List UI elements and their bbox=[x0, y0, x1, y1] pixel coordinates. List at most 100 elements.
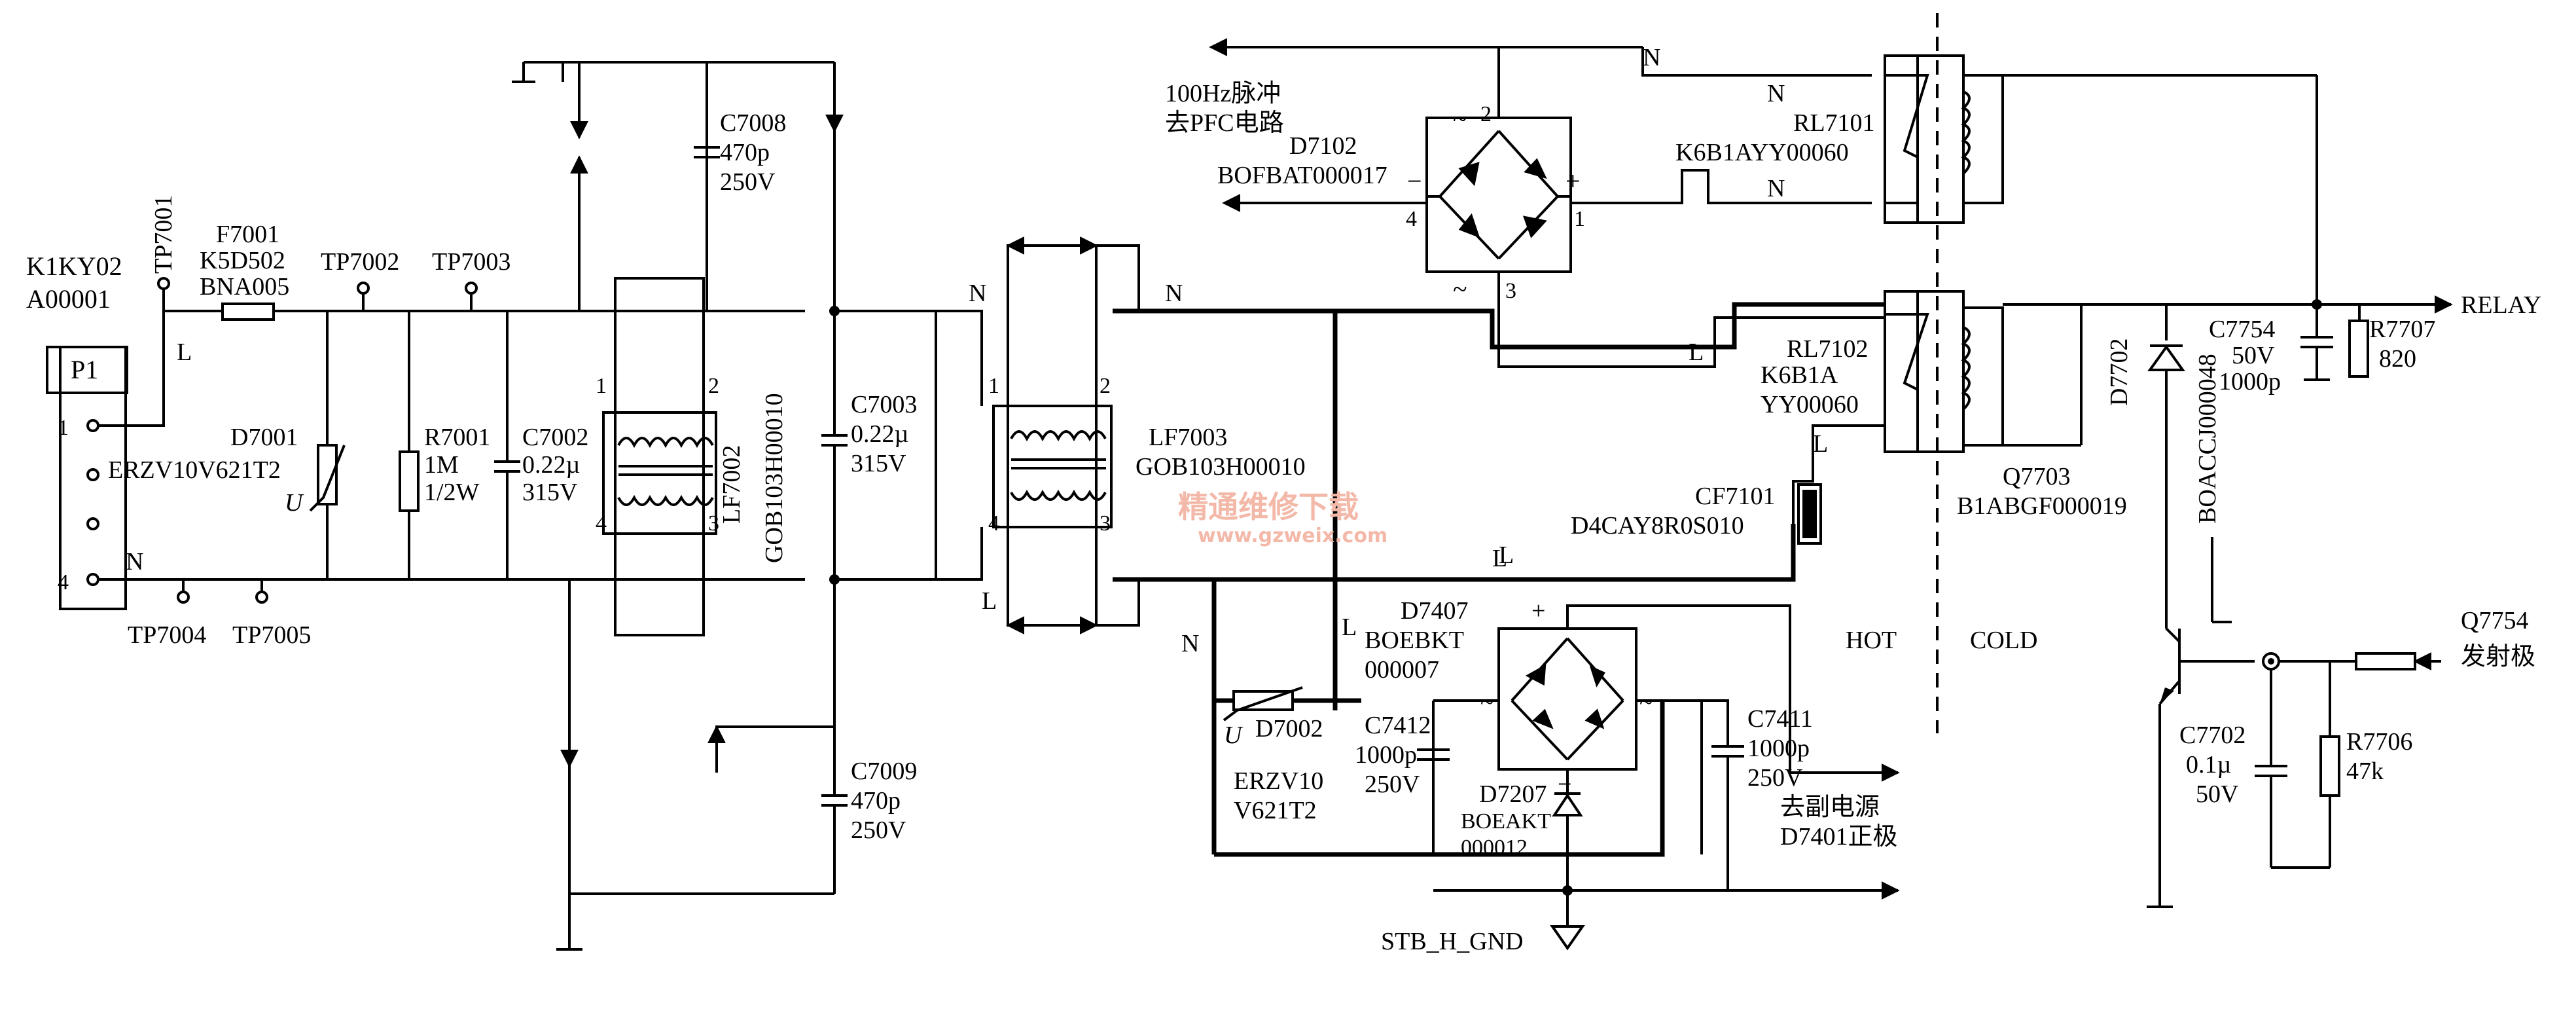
connector-pin-4: 4 bbox=[58, 570, 69, 595]
fuse-cf7101-label: CF7101 bbox=[1695, 483, 1775, 510]
varistor-d7001-u: U bbox=[285, 489, 304, 517]
watermark-text: 精通维修下载 bbox=[1178, 489, 1359, 524]
resistor-r7001 bbox=[399, 311, 420, 579]
capacitor-c7009-label: C7009 bbox=[851, 758, 917, 785]
choke-lf7002 bbox=[602, 277, 717, 636]
fuse-f7001-part-1: K5D502 bbox=[200, 247, 285, 274]
connector-label-p1: P1 bbox=[71, 355, 98, 384]
line-n-rl-1: N bbox=[1767, 80, 1785, 107]
q7754-emitter-label: 发射极 bbox=[2461, 643, 2535, 670]
resistor-r7707-value: 820 bbox=[2379, 345, 2416, 373]
bridge-d7102-pin-1: 1 bbox=[1574, 207, 1585, 231]
choke-lf7003-pin-2: 2 bbox=[1100, 374, 1111, 398]
capacitor-c7003-voltage: 315V bbox=[851, 450, 906, 477]
bridge-d7102-wiring bbox=[1209, 38, 1885, 368]
varistor-d7001-label: D7001 bbox=[230, 424, 298, 451]
choke-lf7003-pin-3: 3 bbox=[1100, 511, 1111, 536]
resistor-r7707-label: R7707 bbox=[2369, 316, 2435, 343]
capacitor-c7003-value: 0.22µ bbox=[851, 420, 908, 448]
bridge-d7102-tilde-bottom: ~ bbox=[1453, 274, 1467, 304]
tp7001-label: TP7001 bbox=[150, 195, 177, 274]
diode-d7702-label: D7702 bbox=[2105, 339, 2133, 406]
capacitor-c7411-voltage: 250V bbox=[1747, 764, 1803, 792]
capacitor-c7008-label: C7008 bbox=[720, 109, 786, 137]
capacitor-c7002-value: 0.22µ bbox=[522, 451, 580, 479]
capacitor-c7411 bbox=[1702, 699, 1744, 890]
choke-lf7002-label: LF7002 bbox=[718, 445, 745, 524]
capacitor-c7412-label: C7412 bbox=[1365, 712, 1431, 739]
aux-supply-note-1: 去副电源 bbox=[1780, 794, 1880, 821]
capacitor-c7002-label: C7002 bbox=[522, 424, 588, 451]
wires-mid bbox=[834, 310, 937, 581]
capacitor-c7008-voltage: 250V bbox=[720, 168, 776, 196]
hot-label: HOT bbox=[1846, 627, 1897, 654]
fuse-cf7101-part: D4CAY8R0S010 bbox=[1571, 512, 1744, 540]
standby-ground-label: STB_H_GND bbox=[1381, 928, 1523, 955]
line-n-mid-2: N bbox=[1165, 280, 1183, 307]
line-l-mid-2: L bbox=[1492, 545, 1507, 572]
resistor-r7706-label: R7706 bbox=[2346, 728, 2412, 756]
resistor-r7707 bbox=[2348, 320, 2369, 378]
connector-p1 bbox=[46, 346, 128, 610]
line-l-mid-1: L bbox=[982, 587, 997, 615]
tp7005-label: TP7005 bbox=[232, 621, 311, 649]
line-l-left: L bbox=[177, 339, 192, 366]
aux-supply-note-2: D7401正极 bbox=[1780, 823, 1897, 851]
bridge-d7102-plus: + bbox=[1565, 166, 1581, 196]
choke-lf7002-part: GOB103H00010 bbox=[760, 393, 788, 563]
bridge-d7407-part-1: BOEBKT bbox=[1365, 627, 1464, 654]
capacitor-c7002-voltage: 315V bbox=[522, 479, 578, 506]
capacitor-c7702-value: 0.1µ bbox=[2186, 751, 2231, 779]
varistor-d7002-u: U bbox=[1224, 722, 1243, 749]
bridge-d7102-pin-2: 2 bbox=[1480, 102, 1492, 126]
fuse-f7001 bbox=[221, 302, 275, 321]
choke-lf7002-pin-2: 2 bbox=[708, 374, 719, 398]
diode-d7207-label: D7207 bbox=[1479, 780, 1547, 808]
varistor-d7002-part-1: ERZV10 bbox=[1234, 767, 1323, 795]
capacitor-c7412-value: 1000p bbox=[1355, 741, 1417, 769]
choke-lf7002-pin-4: 4 bbox=[596, 511, 607, 536]
diode-d7207-part-2: 000012 bbox=[1461, 835, 1528, 860]
line-l-low: L bbox=[1342, 614, 1357, 641]
capacitor-c7003-label: C7003 bbox=[851, 391, 917, 418]
fuse-f7001-label: F7001 bbox=[216, 221, 279, 248]
capacitor-c7002 bbox=[494, 311, 520, 579]
line-n-top: N bbox=[1643, 44, 1660, 71]
test-points bbox=[157, 277, 478, 604]
bridge-d7102-label: D7102 bbox=[1289, 132, 1357, 160]
diode-d7702-part: BOACCJ000048 bbox=[2194, 354, 2221, 524]
bridge-d7102-pin-3: 3 bbox=[1505, 279, 1516, 303]
relay-rl7101-label: RL7101 bbox=[1793, 109, 1875, 137]
tp7004-label: TP7004 bbox=[128, 621, 206, 649]
capacitor-c7412-voltage: 250V bbox=[1365, 771, 1420, 798]
capacitor-c7754-value: 1000p bbox=[2219, 368, 2281, 395]
capacitor-c7702-voltage: 50V bbox=[2196, 780, 2239, 808]
varistor-d7002 bbox=[1223, 686, 1303, 722]
bridge-d7407 bbox=[1432, 604, 1900, 951]
fuse-cf7101 bbox=[1792, 424, 1885, 545]
bridge-d7407-plus: + bbox=[1531, 597, 1545, 625]
diode-d7207-minus: − bbox=[1558, 771, 1571, 798]
capacitor-c7411-label: C7411 bbox=[1747, 705, 1813, 733]
line-n-mid-1: N bbox=[969, 280, 986, 307]
wires-left bbox=[98, 288, 805, 593]
connector-part-2: A00001 bbox=[26, 284, 111, 314]
relay-rl7102 bbox=[1884, 290, 1971, 453]
relay-rl7101-part: K6B1AYY00060 bbox=[1675, 139, 1849, 166]
transistor-q7703-part: B1ABGF000019 bbox=[1957, 492, 2127, 520]
relay-coil-wiring bbox=[1963, 74, 2453, 623]
bridge-d7407-tilde-left: ~ bbox=[1480, 689, 1494, 716]
line-n-low: N bbox=[1181, 630, 1199, 657]
choke-lf7003-part: GOB103H00010 bbox=[1136, 453, 1306, 481]
pfc-note-2: 去PFC电路 bbox=[1165, 109, 1284, 137]
choke-lf7002-bypass-arrows bbox=[512, 61, 844, 311]
bridge-d7407-part-2: 000007 bbox=[1365, 656, 1439, 684]
capacitor-c7754-voltage: 50V bbox=[2232, 342, 2275, 369]
diode-d7207-part-1: BOEAKT bbox=[1461, 809, 1551, 834]
bridge-d7102-tilde-top: ~ bbox=[1453, 104, 1467, 134]
relay-rl7102-label: RL7102 bbox=[1787, 335, 1869, 363]
choke-lf7003 bbox=[936, 236, 1140, 634]
bridge-d7102-pin-4: 4 bbox=[1406, 207, 1417, 231]
resistor-r7001-value: 1M bbox=[424, 451, 459, 479]
